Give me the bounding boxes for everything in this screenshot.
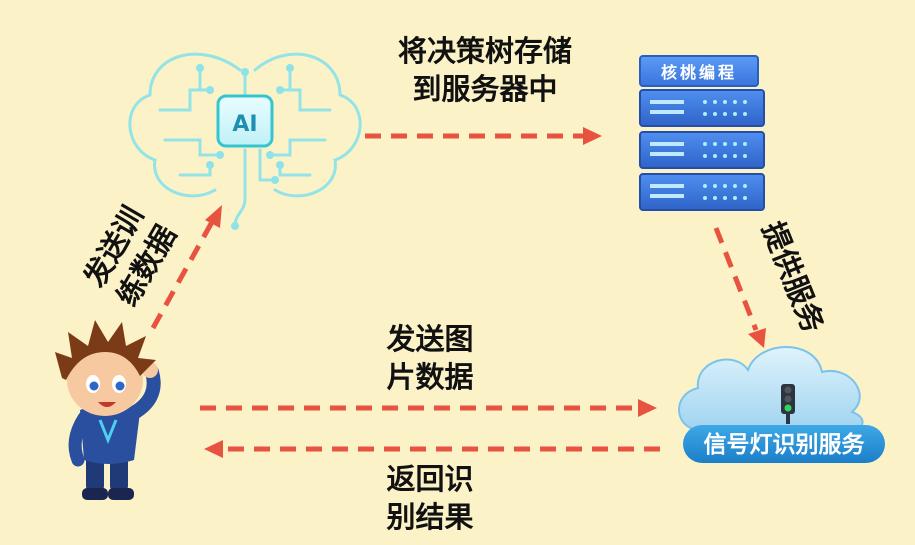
arrow-return-result [204, 440, 660, 458]
label-store-line2: 到服务器中 [412, 72, 558, 106]
arrow-send-image [200, 399, 657, 417]
server-title: 核桃编程 [661, 63, 737, 82]
label-return-result-line1: 返回识 [386, 462, 474, 496]
cloud-title: 信号灯识别服务 [704, 431, 866, 458]
label-send-image-line2: 片数据 [386, 360, 474, 394]
label-return-result: 返回识 别结果 [355, 460, 505, 536]
label-store: 将决策树存储 到服务器中 [370, 32, 600, 108]
label-send-image-line1: 发送图 [386, 322, 474, 356]
label-send-image: 发送图 片数据 [355, 320, 505, 396]
arrow-train [150, 205, 222, 330]
label-return-result-line2: 别结果 [386, 500, 474, 534]
traffic-light-icon [781, 384, 795, 424]
label-store-line1: 将决策树存储 [397, 34, 572, 68]
ai-chip-label: AI [232, 112, 257, 137]
cloud-icon: 信号灯识别服务 [678, 346, 885, 463]
arrow-provide [713, 227, 766, 348]
arrow-store [365, 127, 602, 145]
server-icon: 核桃编程 [639, 55, 765, 211]
ai-brain-icon: AI [128, 52, 362, 230]
boy-character-icon [55, 320, 161, 500]
